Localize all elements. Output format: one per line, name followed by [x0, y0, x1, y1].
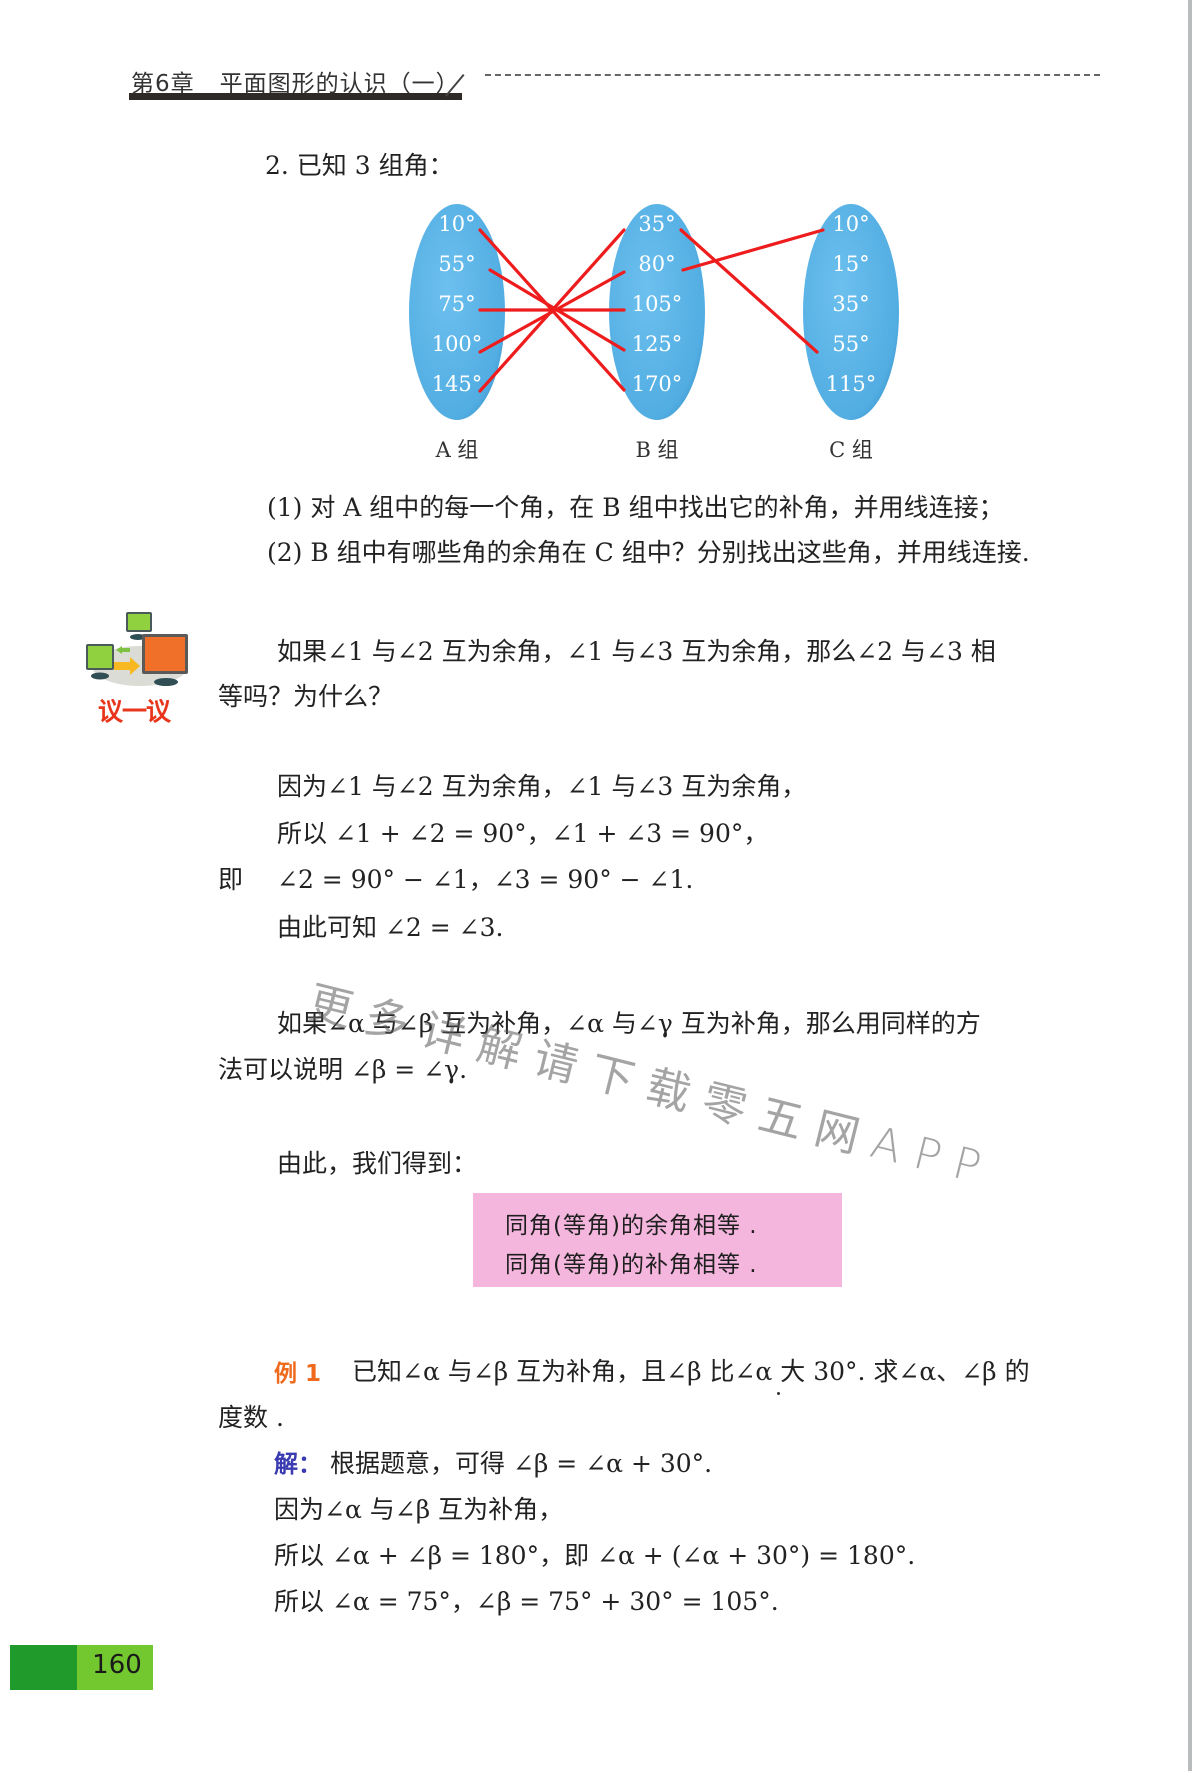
ovals-and-lines	[409, 204, 899, 420]
value: 145°	[431, 372, 483, 396]
value: 115°	[825, 372, 877, 396]
group-b-oval	[609, 204, 705, 420]
header-underline	[129, 93, 462, 100]
solution-line-3: 所以 ∠α + ∠β = 180°，即 ∠α + (∠α + 30°) = 18…	[274, 1541, 916, 1570]
proof-line-4: 由此可知 ∠2 = ∠3.	[277, 913, 504, 942]
value: 55°	[438, 252, 476, 276]
discussion-line-1: 如果∠1 与∠2 互为余角，∠1 与∠3 互为余角，那么∠2 与∠3 相	[277, 637, 996, 666]
group-c-oval	[803, 204, 899, 420]
value: 100°	[431, 332, 483, 356]
conclusion-line-2: 同角(等角)的补角相等 .	[505, 1252, 758, 1278]
value: 10°	[438, 212, 476, 236]
supplement-line-2: 法可以说明 ∠β = ∠γ.	[218, 1055, 468, 1084]
value: 35°	[638, 212, 676, 236]
connection-lines	[478, 228, 825, 393]
example-line-2: 度数 .	[218, 1403, 284, 1432]
question-2: (2) B 组中有哪些角的余角在 C 组中？分别找出这些角，并用线连接.	[267, 538, 1030, 567]
value: 55°	[832, 332, 870, 356]
discussion-label: 议一议	[98, 697, 171, 726]
group-a-label: A 组	[435, 438, 479, 462]
value: 75°	[438, 292, 476, 316]
emphasis-dot	[777, 1392, 780, 1395]
conclusion-box: 同角(等角)的余角相等 . 同角(等角)的补角相等 .	[473, 1193, 842, 1287]
solution-label: 解：	[274, 1450, 322, 1478]
example-label: 例 1	[274, 1361, 322, 1387]
group-a-oval	[409, 204, 505, 420]
value: 105°	[631, 292, 683, 316]
page-tab-light	[77, 1645, 153, 1690]
discussion-icon	[78, 600, 198, 724]
question-1: (1) 对 A 组中的每一个角，在 B 组中找出它的补角，并用线连接；	[267, 493, 1004, 522]
page-number: 160	[92, 1650, 142, 1680]
chapter-header: 第6章 平面图形的认识（一）	[131, 64, 460, 98]
value: 170°	[631, 372, 683, 396]
value: 80°	[638, 252, 676, 276]
proof-line-1: 因为∠1 与∠2 互为余角，∠1 与∠3 互为余角，	[277, 772, 807, 801]
page-tab-dark	[10, 1645, 77, 1690]
example-line-1: 已知∠α 与∠β 互为补角，且∠β 比∠α 大 30°. 求∠α、∠β 的	[352, 1357, 1030, 1386]
supplement-line-1: 如果∠α 与∠β 互为补角，∠α 与∠γ 互为补角，那么用同样的方	[277, 1009, 981, 1038]
chapter-number: 第6章	[131, 71, 195, 97]
value: 35°	[832, 292, 870, 316]
proof-line-3-prefix: 即	[218, 865, 244, 894]
value: 125°	[631, 332, 683, 356]
conclusion-line-1: 同角(等角)的余角相等 .	[505, 1213, 758, 1239]
group-b-label: B 组	[635, 438, 679, 462]
value: 10°	[832, 212, 870, 236]
exercise-intro: 2. 已知 3 组角：	[265, 151, 454, 180]
proof-line-3: ∠2 = 90° − ∠1，∠3 = 90° − ∠1.	[277, 865, 694, 894]
group-c-label: C 组	[829, 438, 873, 462]
discussion-line-2: 等吗？为什么？	[218, 682, 394, 711]
solution-line-2: 因为∠α 与∠β 互为补角，	[274, 1495, 564, 1524]
proof-line-2: 所以 ∠1 + ∠2 = 90°，∠1 + ∠3 = 90°，	[277, 819, 769, 848]
solution-line-4: 所以 ∠α = 75°，∠β = 75° + 30° = 105°.	[274, 1587, 779, 1616]
angle-groups-diagram: 10° 55° 75° 100° 145° 35° 80° 105° 125° …	[380, 190, 940, 480]
header-dashed-rule	[485, 74, 1100, 76]
computers-network-icon	[86, 612, 188, 686]
value: 15°	[832, 252, 870, 276]
conclusion-intro: 由此，我们得到：	[277, 1149, 478, 1178]
page-edge	[1188, 0, 1192, 1771]
chapter-title: 平面图形的认识（一）	[219, 71, 460, 97]
solution-line-1: 根据题意，可得 ∠β = ∠α + 30°.	[330, 1449, 713, 1478]
